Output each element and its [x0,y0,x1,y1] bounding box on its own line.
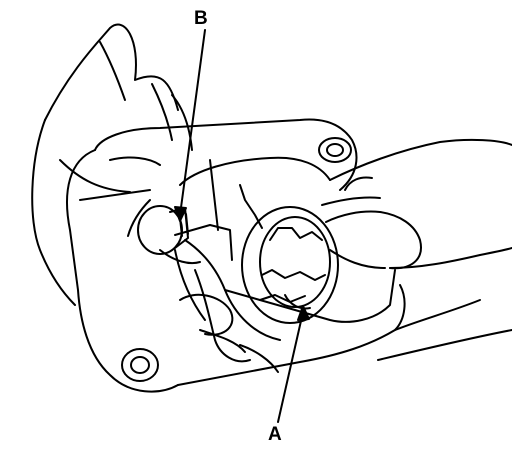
housing-flange [66,118,406,393]
callout-label-b: B [194,8,208,29]
pinion-gear [241,206,339,324]
leader-line-b [179,29,206,216]
left-fingers [127,199,279,373]
mounting-hole-top-right [318,137,352,163]
callout-label-a: A [268,424,282,445]
leader-line-a [277,311,304,423]
arrowhead-a [297,305,310,321]
mounting-hole-bottom-left [121,348,159,382]
left-hand [31,23,193,306]
right-hand [321,138,512,361]
drive-body [174,156,396,341]
arrowhead-b [174,206,187,222]
